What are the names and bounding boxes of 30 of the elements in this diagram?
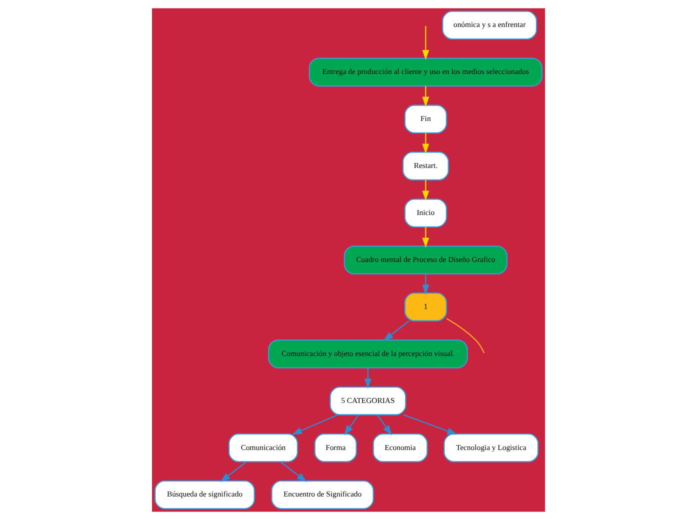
arrow bbox=[344, 414, 359, 436]
arrow bbox=[220, 461, 246, 482]
arrow bbox=[422, 133, 429, 154]
node-box: Encuentro de Significado bbox=[270, 480, 374, 510]
arrow bbox=[422, 86, 429, 107]
node-box: Comunicación bbox=[228, 433, 298, 462]
arrow bbox=[422, 274, 429, 295]
node-box: Forma bbox=[314, 433, 356, 462]
node-box: Entrega de producción al cliente y uso en los medios seleccionados bbox=[308, 58, 542, 87]
arrow bbox=[402, 414, 457, 435]
arrow bbox=[422, 26, 429, 60]
arrow bbox=[364, 368, 371, 389]
arrow bbox=[382, 320, 409, 342]
node-box: Cuadro mental de Proceso de Diseño Grafico bbox=[343, 246, 507, 274]
arrow bbox=[280, 461, 306, 482]
arrow bbox=[422, 180, 429, 201]
node-box: onómica y s a enfrentar bbox=[442, 10, 537, 40]
node-box: Tecnologia y Logistica bbox=[443, 433, 538, 462]
arrow bbox=[376, 414, 392, 436]
arrow bbox=[422, 226, 429, 248]
node-box: Búsqueda de significado bbox=[154, 480, 254, 510]
node-box: Inicio bbox=[404, 198, 447, 228]
node-box: Comunicación y objeto esencial de la percepción visual. bbox=[268, 339, 468, 368]
node-box: Restart. bbox=[402, 152, 448, 181]
node-box: Economia bbox=[372, 433, 428, 462]
node-box: Fin bbox=[404, 104, 447, 134]
connector bbox=[446, 318, 484, 354]
node-box: 5 CATEGORIAS bbox=[329, 386, 406, 416]
arrow bbox=[291, 414, 338, 435]
node-box: 1 bbox=[404, 292, 447, 322]
